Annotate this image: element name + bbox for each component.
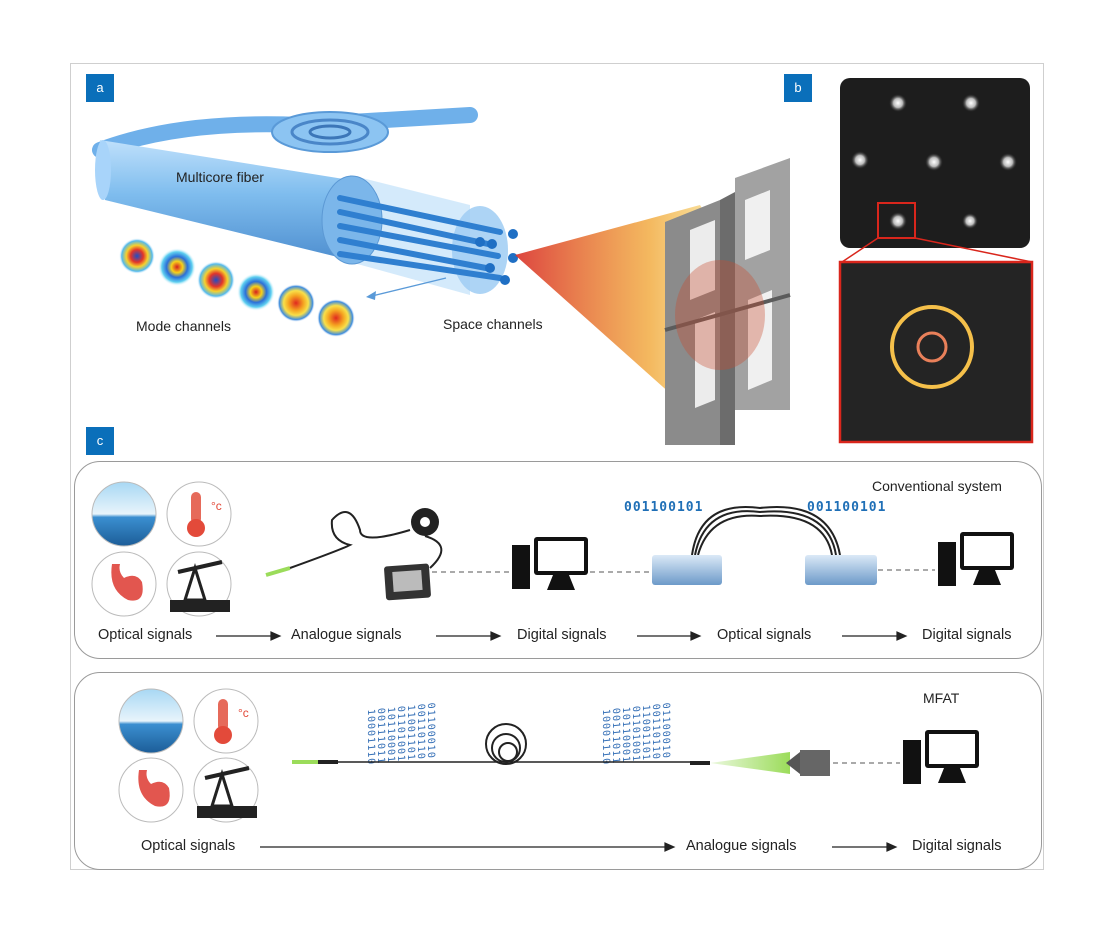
panel-label-c: c [86,427,114,455]
flow-arrows [260,842,898,852]
svg-text:°c: °c [211,499,222,513]
computer-icon [512,537,588,590]
panel-label-b: b [784,74,812,102]
space-channels-label: Space channels [443,316,543,332]
ocean-icon [118,688,184,754]
inner-ring [916,331,948,363]
oil-pump-icon [193,757,259,823]
fiber-line [292,723,790,774]
multicore-fiber-label: Multicore fiber [176,169,264,185]
selection-box [877,202,916,239]
thermometer-icon: °c [166,481,232,547]
outer-ring [890,305,974,389]
fiber-sensor-icon [265,508,443,601]
computer-icon-2 [938,532,1014,586]
flow-step-1: Optical signals [98,627,193,643]
camera-icon [786,750,830,776]
mfat-flow-step-1: Optical signals [141,838,236,854]
mfat-system-row [74,672,1042,870]
conventional-title: Conventional system [872,478,1002,494]
bits-right: 001100101 [807,500,887,515]
mode-channels-label: Mode channels [136,318,231,334]
stomach-icon [118,757,184,823]
flow-arrows [216,631,908,641]
thermometer-icon: °c [193,688,259,754]
mfat-flow-step-3: Digital signals [912,838,1002,854]
mfat-flow-step-2: Analogue signals [686,838,797,854]
fiber-cores [337,195,503,281]
zoom-view [838,260,1034,444]
conventional-system-row [74,461,1042,659]
stomach-icon [91,551,157,617]
transceiver-icon [652,506,877,585]
flow-step-3: Digital signals [517,627,607,643]
flow-step-4: Optical signals [717,627,812,643]
svg-text:°c: °c [238,706,249,720]
flow-step-5: Digital signals [922,627,1012,643]
panel-label-a: a [86,74,114,102]
flow-step-2: Analogue signals [291,627,402,643]
ocean-icon [91,481,157,547]
computer-icon [903,730,979,784]
oil-pump-icon [166,551,232,617]
fiber-coil [92,107,478,158]
multicore-fiber [100,140,350,260]
bits-left: 001100101 [624,500,704,515]
mfat-title: MFAT [923,690,960,706]
mode-patterns [119,238,355,337]
metasurface-screen [664,158,791,445]
